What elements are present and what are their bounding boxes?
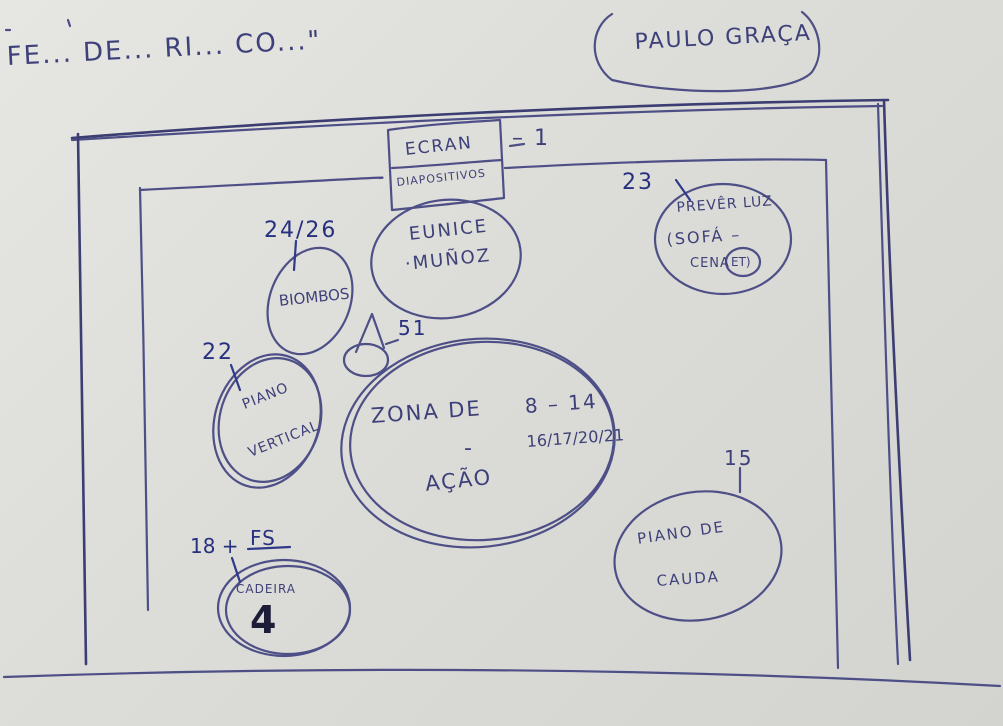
screen-box-divider <box>390 158 504 170</box>
fs-underline <box>246 545 292 551</box>
screen-cue-dash <box>508 142 526 148</box>
biombos-cue: 24/26 <box>264 218 338 243</box>
cadeira-cue-prefix: 18 + <box>190 534 239 558</box>
outer-frame-left <box>76 132 88 666</box>
paper-edge-line <box>2 668 1002 688</box>
zona-acao-cue-line1: 8 – 14 <box>524 388 599 418</box>
marker-51-triangle <box>354 312 386 354</box>
cadeira-cue-suffix: FS <box>250 526 276 550</box>
zona-acao-line2: - <box>464 436 474 461</box>
piano-vertical-cue: 22 <box>202 340 234 365</box>
screen-box <box>386 118 506 212</box>
eunice-ellipse <box>370 198 522 320</box>
prever-luz-cue: 23 <box>622 170 654 195</box>
cadeira-ellipse-2 <box>224 564 352 656</box>
cadeira-line2: 4 <box>250 598 279 642</box>
screen-cue: – 1 <box>512 126 550 151</box>
inner-frame-left <box>138 186 150 612</box>
cadeira-line1: CADEIRA <box>236 582 297 596</box>
prever-luz-line3: CENA <box>690 256 730 271</box>
piano-cauda-cue: 15 <box>724 446 754 470</box>
biombos-leader <box>292 239 298 272</box>
prever-luz-leader <box>674 178 692 202</box>
piano-vertical-leader <box>229 363 242 392</box>
inner-frame-top-left <box>138 176 384 192</box>
outer-frame-right <box>882 98 912 662</box>
et-badge: ET) <box>731 255 751 269</box>
biombos-ellipse <box>266 246 354 356</box>
outer-frame-top <box>70 98 890 140</box>
outer-frame-top-2 <box>70 104 884 142</box>
inner-frame-top-right <box>503 158 828 170</box>
piano-vertical-ellipse-2 <box>217 357 323 483</box>
outer-frame-right-2 <box>876 102 900 666</box>
inner-frame-right <box>824 158 840 670</box>
marker-51-tick <box>384 338 400 346</box>
prever-luz-ellipse <box>653 182 793 296</box>
zona-acao-ellipse-2 <box>349 340 615 542</box>
marker-51-cue: 51 <box>398 316 428 340</box>
cadeira-leader <box>230 556 242 584</box>
piano-cauda-ellipse <box>613 490 783 622</box>
author-enclosure <box>593 10 821 93</box>
speck-2 <box>66 18 72 28</box>
et-badge-circle <box>724 246 762 278</box>
marker-51-circle <box>342 342 390 378</box>
